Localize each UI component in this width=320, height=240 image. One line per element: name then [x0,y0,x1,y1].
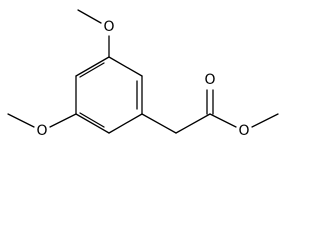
bond-o-top-methyl [77,9,102,24]
ring-bond-6 [75,56,110,77]
methoxy-group-left: O [7,113,77,139]
bond-ring-o-left [49,113,77,128]
bond-ch2-carbonyl [175,113,211,134]
bond-carbonyl-o-ester [209,113,237,128]
bond-o-left-methyl [7,113,35,128]
methoxy-group-top: O [77,9,115,58]
structure-diagram: O O O O [7,9,279,139]
ring-bond-4 [75,113,110,134]
ring-double-bond-3 [79,62,105,78]
methyl-acetate-chain: O O [141,72,279,139]
ring-double-bond-2 [79,112,105,128]
ring-bond-1 [108,56,143,77]
ring-bond-3 [108,113,143,134]
atom-label-o-ester: O [238,123,249,139]
atom-label-o-left: O [36,123,47,139]
atom-label-o-top: O [103,19,114,35]
benzene-ring [75,56,143,134]
atom-label-o-carbonyl: O [204,72,215,88]
bond-o-ester-methyl [251,113,279,128]
bond-ring-ch2 [141,113,177,134]
